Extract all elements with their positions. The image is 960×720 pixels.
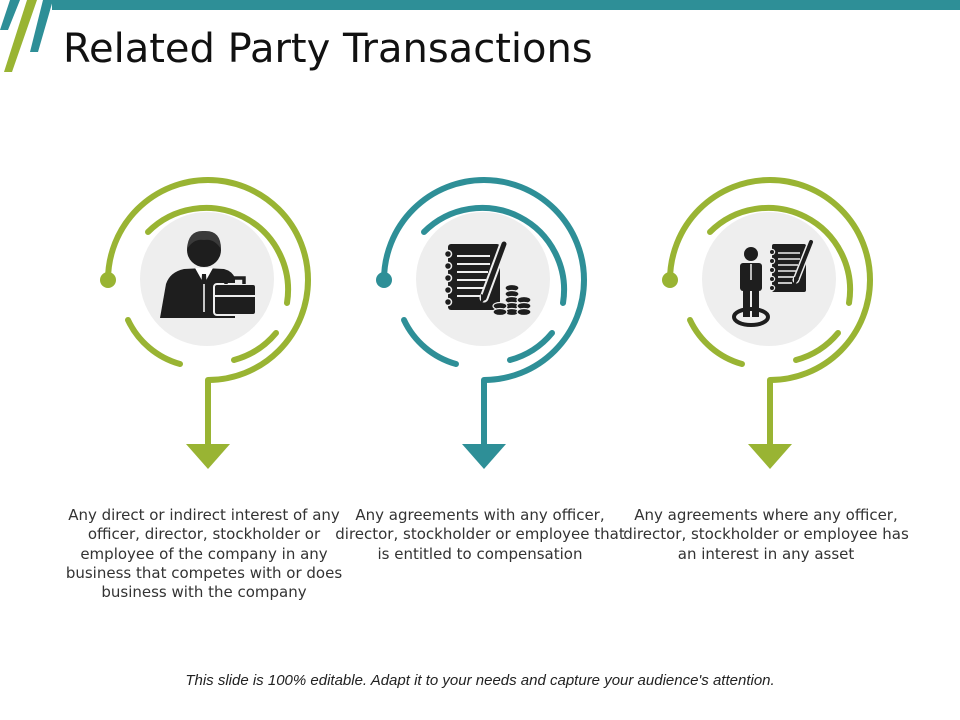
card-3: Any agreements where any officer, direct… — [616, 170, 916, 563]
footer-note: This slide is 100% editable. Adapt it to… — [185, 672, 775, 689]
ring-arrow-graphic — [100, 177, 311, 469]
ring-arrow-graphic — [662, 177, 873, 469]
card-3-description: Any agreements where any officer, direct… — [623, 506, 909, 563]
person-notepad-icon — [732, 238, 815, 327]
slide-title: Related Party Transactions — [63, 26, 593, 72]
card-2-description: Any agreements with any officer, directo… — [335, 506, 625, 563]
corner-stripes-decoration — [0, 0, 53, 72]
businessman-briefcase-icon — [160, 230, 257, 318]
ring-arrow-graphic — [376, 177, 587, 469]
notepad-pen-coins-icon — [443, 239, 532, 317]
card-2: Any agreements with any officer, directo… — [330, 170, 630, 563]
card-1: Any direct or indirect interest of any o… — [54, 170, 354, 601]
top-accent-bar — [52, 0, 960, 10]
card-1-description: Any direct or indirect interest of any o… — [65, 506, 343, 602]
